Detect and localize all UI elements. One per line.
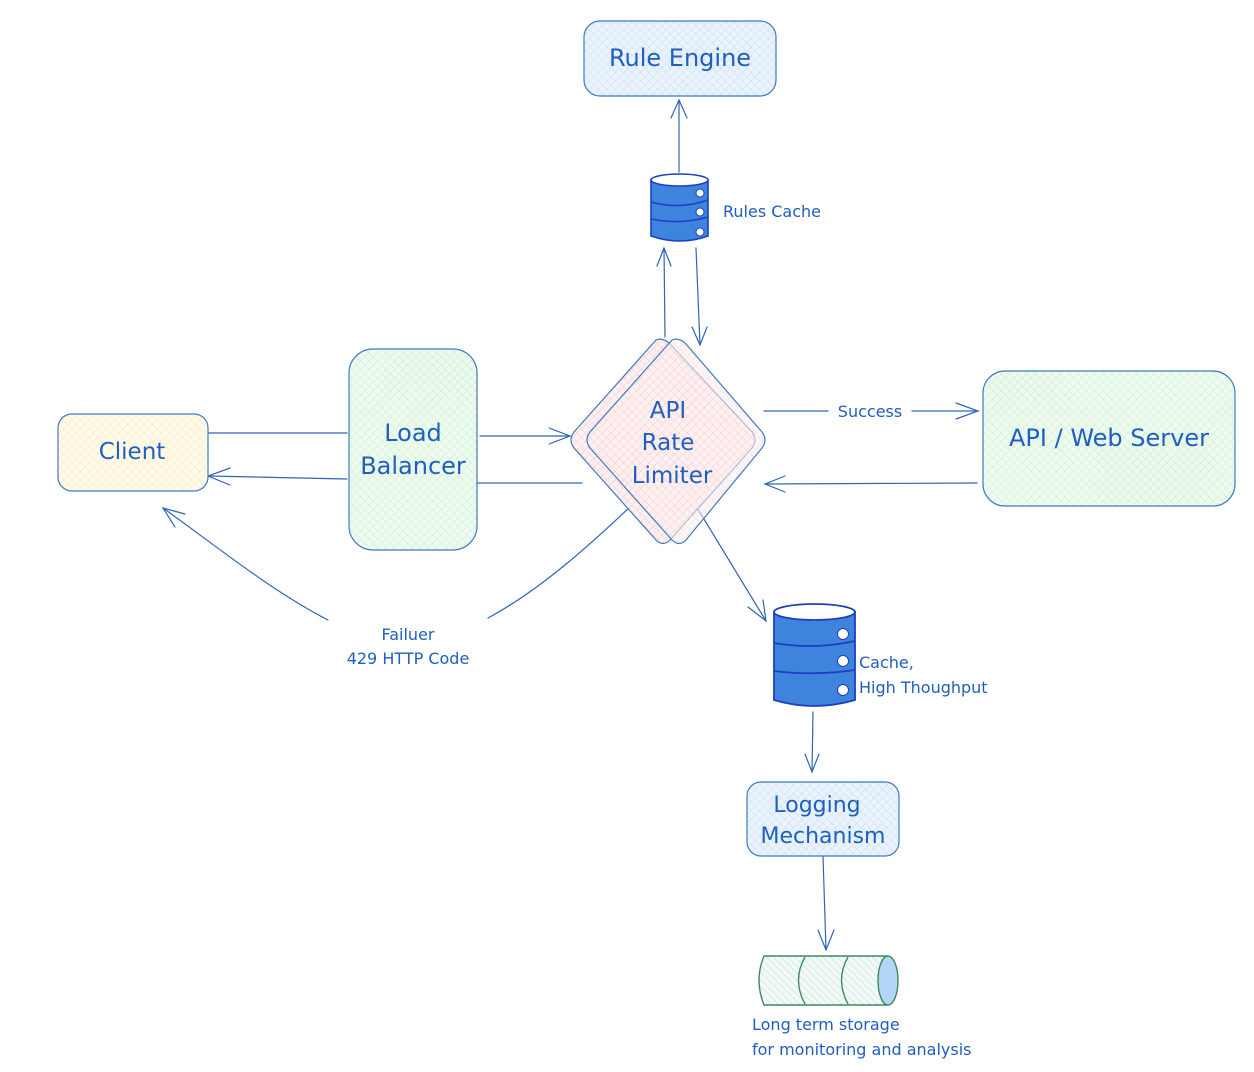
edge-rules-cache-to-rule-engine [670, 98, 688, 173]
edge-success [763, 402, 980, 420]
storage-label-line1: Long term storage [752, 1015, 900, 1034]
edge-cache-to-logging [804, 711, 820, 774]
storage-label-line2: for monitoring and analysis [752, 1040, 971, 1059]
edge-rules-cache-to-rate-limiter [691, 247, 708, 347]
edge-logging-to-storage [817, 855, 835, 952]
database-icon [650, 173, 709, 242]
logging-node[interactable]: Logging Mechanism [746, 781, 900, 857]
edge-rate-limiter-to-cache [695, 505, 767, 623]
rate-limiter-node[interactable]: API Rate Limiter [570, 338, 766, 545]
edge-web-server-to-rate-limiter [763, 475, 978, 493]
load-balancer-node[interactable]: Load Balancer [348, 348, 478, 551]
success-edge-label: Success [838, 402, 902, 421]
long-term-storage[interactable]: Long term storage for monitoring and ana… [752, 955, 971, 1059]
cache-label-line1: Cache, [859, 653, 914, 672]
load-balancer-label-line1: Load [384, 419, 442, 447]
storage-cylinder-icon [758, 955, 899, 1006]
cache-database[interactable]: Cache, High Thoughput [773, 603, 988, 707]
cache-label-line2: High Thoughput [859, 678, 988, 697]
logging-label-line2: Mechanism [761, 824, 886, 849]
client-node[interactable]: Client [57, 413, 209, 492]
rule-engine-label: Rule Engine [609, 44, 751, 72]
failure-label-line1: Failuer [382, 625, 435, 644]
rate-limiter-label-line3: Limiter [632, 463, 713, 489]
load-balancer-label-line2: Balancer [360, 452, 466, 480]
rate-limiter-label-line1: API [650, 398, 686, 424]
rules-cache-label: Rules Cache [723, 202, 821, 221]
rate-limiter-label-line2: Rate [642, 430, 695, 456]
edge-failure [161, 504, 633, 621]
failure-label-line2: 429 HTTP Code [347, 649, 470, 668]
web-server-label: API / Web Server [1009, 424, 1209, 452]
web-server-node[interactable]: API / Web Server [982, 370, 1236, 507]
client-label: Client [99, 439, 166, 465]
rule-engine-node[interactable]: Rule Engine [583, 20, 777, 97]
database-icon [773, 603, 856, 707]
edge-rate-limiter-to-rules-cache [656, 246, 672, 338]
edge-load-balancer-to-rate-limiter [479, 427, 572, 445]
logging-label-line1: Logging [773, 793, 860, 818]
edge-load-balancer-to-client [206, 467, 348, 486]
rules-cache-database[interactable]: Rules Cache [650, 173, 821, 242]
